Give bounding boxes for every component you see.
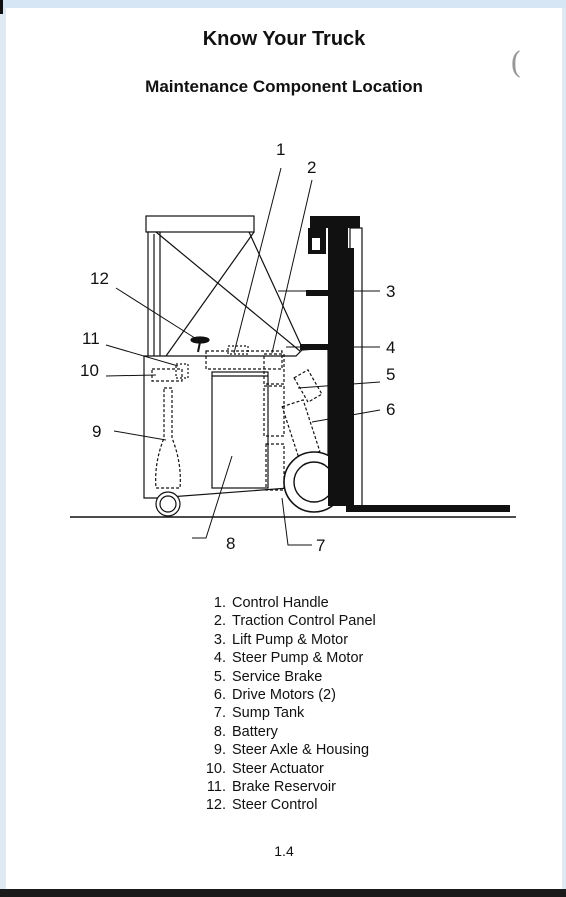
sump-tank — [265, 443, 285, 491]
page-subtitle: Maintenance Component Location — [145, 77, 423, 96]
callout-label: 6 — [386, 400, 395, 419]
service-brake — [293, 369, 323, 403]
margin-mark: ( — [510, 46, 522, 81]
forklift-diagram: 1 2 3 4 5 6 7 8 9 10 11 12 — [70, 140, 516, 555]
page-title: Know Your Truck — [202, 28, 366, 50]
callout-label: 2 — [307, 158, 316, 177]
legend-item: 10.Steer Actuator — [205, 760, 324, 777]
legend-item: 3.Lift Pump & Motor — [213, 631, 349, 648]
legend-item: 4.Steer Pump & Motor — [213, 650, 364, 667]
legend-item: 9.Steer Axle & Housing — [213, 742, 370, 759]
window-edge-mark — [0, 0, 3, 14]
legend-item: 5.Service Brake — [213, 668, 323, 685]
window-bottom-bar — [0, 889, 566, 897]
callout-labels: 1 2 3 4 5 6 7 8 9 10 11 12 — [80, 140, 395, 555]
legend-item: 1.Control Handle — [213, 595, 329, 611]
legend-item: 2.Traction Control Panel — [213, 613, 376, 630]
callout-label: 4 — [386, 338, 395, 357]
callout-label: 5 — [386, 365, 395, 384]
forks — [346, 505, 510, 512]
page-number: 1.4 — [274, 843, 294, 859]
brake-reservoir — [175, 363, 189, 379]
callout-label: 10 — [80, 361, 99, 380]
overhead-guard — [145, 215, 307, 359]
component-legend: 1.Control Handle 2.Traction Control Pane… — [192, 595, 376, 816]
legend-item: 11.Brake Reservoir — [206, 778, 336, 795]
callout-label: 3 — [386, 282, 395, 301]
lift-pump-motor — [263, 353, 285, 385]
steer-axle-housing — [155, 387, 181, 489]
battery-box — [211, 371, 269, 489]
legend-item: 7.Sump Tank — [213, 705, 305, 722]
legend-item: 8.Battery — [213, 723, 278, 740]
callout-label: 11 — [82, 329, 100, 348]
callout-label: 8 — [226, 534, 235, 553]
traction-control-panel — [205, 350, 283, 370]
callout-label: 12 — [90, 269, 109, 288]
document-page: Know Your Truck Maintenance Component Lo… — [6, 8, 562, 890]
legend-item: 6.Drive Motors (2) — [213, 686, 336, 703]
legend-item: 12.Steer Control — [205, 797, 318, 814]
callout-label: 1 — [276, 140, 285, 159]
window-top-bar — [0, 0, 566, 14]
callout-label: 7 — [316, 536, 325, 555]
leader-lines — [105, 167, 381, 546]
callout-label: 9 — [92, 422, 101, 441]
